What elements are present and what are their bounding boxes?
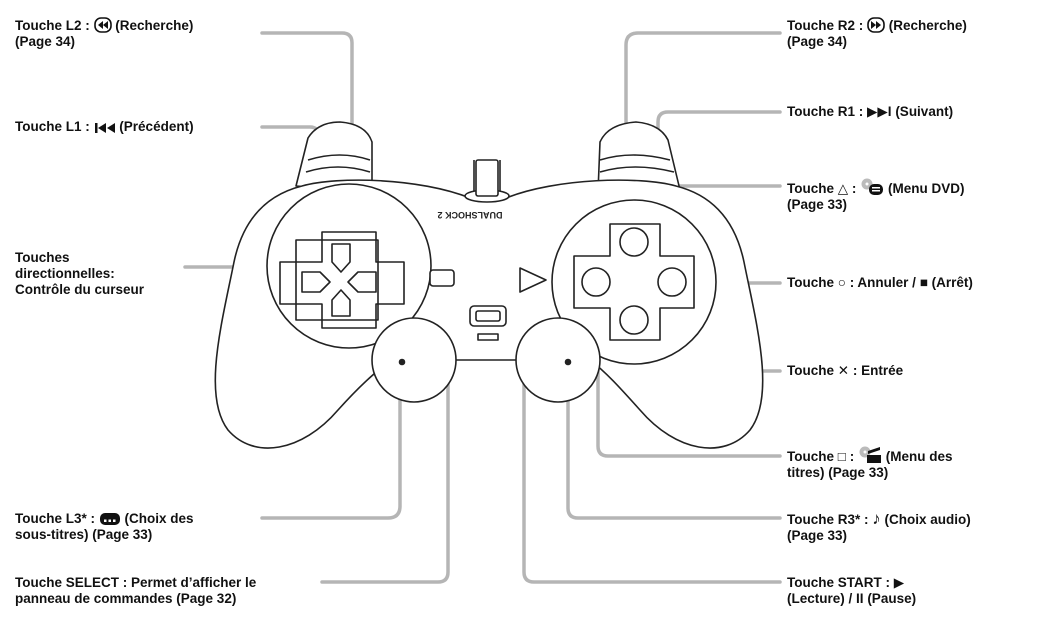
title-menu-icon: [859, 446, 881, 463]
dpad-line1: Touches: [15, 250, 70, 265]
circle-desc2: (Arrêt): [931, 275, 973, 290]
next-icon: ▶▶I: [867, 104, 892, 119]
square-sep: :: [849, 449, 855, 464]
r1-key: Touche R1 :: [787, 104, 864, 119]
leader-select: [320, 283, 450, 584]
stop-icon: ■: [919, 275, 928, 290]
label-l2: Touche L2 : (Recherche) (Page 34): [15, 17, 193, 50]
label-triangle: Touche △ : (Menu DVD) (Page 33): [787, 178, 964, 213]
cross-key: Touche: [787, 363, 834, 378]
model-text: DUALSHOCK 2: [437, 210, 502, 220]
leader-start: [522, 281, 782, 584]
circle-desc: : Annuler /: [849, 275, 916, 290]
leader-r1: [656, 110, 782, 154]
r2-desc: (Recherche): [888, 18, 967, 33]
r2-page: (Page 34): [787, 34, 848, 49]
audio-note-icon: ♪: [872, 509, 881, 528]
label-r3: Touche R3* : ♪ (Choix audio) (Page 33): [787, 509, 971, 544]
start-line2a: (Lecture) /: [787, 591, 853, 606]
rewind-search-icon: [93, 17, 112, 33]
l1-desc: (Précédent): [119, 119, 194, 134]
r3-desc: (Choix audio): [884, 512, 971, 527]
circle-icon: ○: [837, 275, 846, 290]
triangle-desc: (Menu DVD): [887, 181, 965, 196]
triangle-sep: :: [851, 181, 857, 196]
leader-r2: [624, 31, 782, 137]
leader-l3: [260, 360, 402, 520]
l2-page: (Page 34): [15, 34, 76, 49]
forward-search-icon: [867, 17, 885, 33]
label-select: Touche SELECT : Permet d’afficher le pan…: [15, 575, 256, 607]
circle-key: Touche: [787, 275, 834, 290]
play-icon: ▶: [893, 575, 905, 590]
start-key: Touche START :: [787, 575, 890, 590]
select-line1: Touche SELECT : Permet d’afficher le: [15, 575, 257, 590]
dpad-line3: Contrôle du curseur: [15, 282, 145, 297]
previous-icon: [94, 123, 115, 133]
r3-key: Touche R3* :: [787, 512, 869, 527]
square-line2: titres) (Page 33): [787, 465, 889, 480]
label-dpad: Touches directionnelles: Contrôle du cur…: [15, 250, 144, 298]
pause-icon: II: [856, 591, 864, 606]
triangle-icon: △: [837, 181, 849, 196]
square-key: Touche: [787, 449, 834, 464]
r2-key: Touche R2 :: [787, 18, 864, 33]
dpad-line2: directionnelles:: [15, 266, 115, 281]
r3-page: (Page 33): [787, 528, 848, 543]
cross-icon: ✕: [837, 363, 850, 378]
label-circle: Touche ○ : Annuler / ■ (Arrêt): [787, 275, 973, 291]
l2-key: Touche L2 :: [15, 18, 90, 33]
leader-lines: [183, 31, 782, 584]
dvd-menu-icon: [861, 178, 884, 195]
select-line2: panneau de commandes (Page 32): [15, 591, 237, 606]
label-l3: Touche L3* : (Choix des sous-titres) (Pa…: [15, 511, 194, 543]
triangle-page: (Page 33): [787, 197, 848, 212]
label-cross: Touche ✕ : Entrée: [787, 363, 903, 379]
start-line2b: (Pause): [867, 591, 917, 606]
l3-line2: sous-titres) (Page 33): [15, 527, 153, 542]
square-desc: (Menu des: [885, 449, 953, 464]
l1-key: Touche L1 :: [15, 119, 90, 134]
cross-desc: : Entrée: [852, 363, 904, 378]
l2-desc: (Recherche): [115, 18, 194, 33]
label-r2: Touche R2 : (Recherche) (Page 34): [787, 17, 967, 50]
label-start: Touche START : ▶ (Lecture) / II (Pause): [787, 575, 916, 607]
r1-desc: (Suivant): [895, 104, 954, 119]
l3-key: Touche L3* :: [15, 511, 96, 526]
square-icon: □: [837, 449, 846, 464]
leader-square: [596, 284, 782, 458]
label-l1: Touche L1 : (Précédent): [15, 119, 194, 135]
leader-r3: [566, 360, 782, 520]
triangle-key: Touche: [787, 181, 834, 196]
leader-l2: [260, 31, 354, 137]
label-r1: Touche R1 : ▶▶I (Suivant): [787, 104, 953, 120]
controller-outline: [214, 121, 764, 449]
subtitle-icon: [99, 513, 120, 525]
label-square: Touche □ : (Menu des titres) (Page 33): [787, 446, 952, 481]
l3-desc: (Choix des: [124, 511, 194, 526]
